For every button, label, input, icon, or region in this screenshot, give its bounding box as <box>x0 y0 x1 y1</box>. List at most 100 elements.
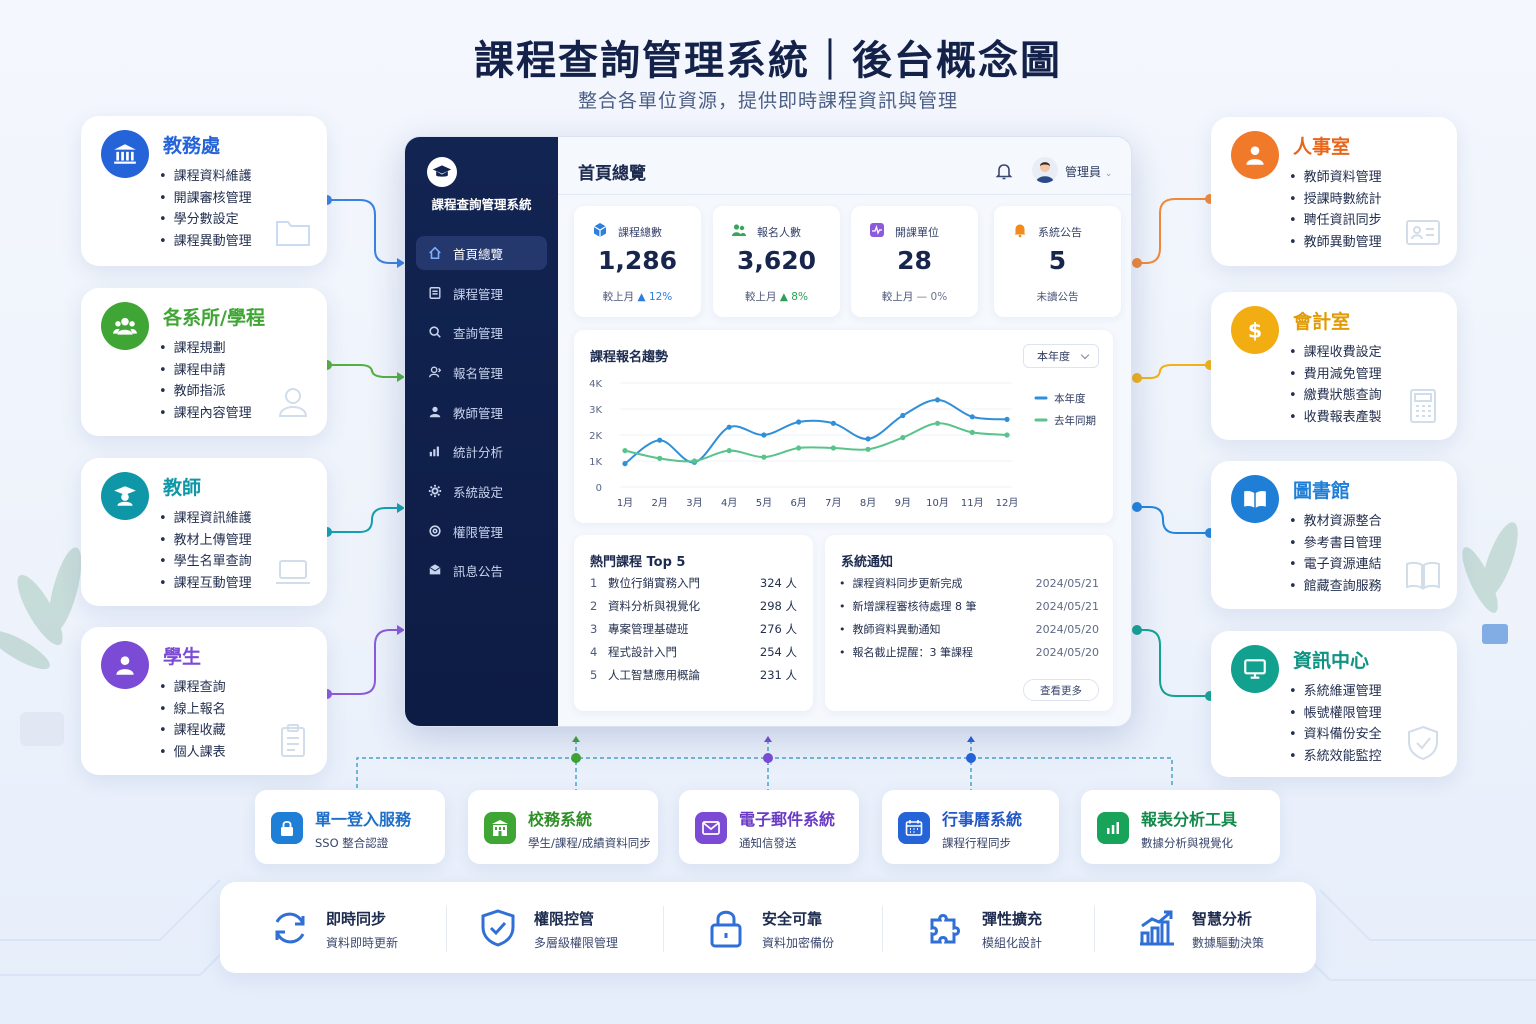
feature-sub: 多層級權限管理 <box>534 936 619 950</box>
avatar[interactable] <box>1032 157 1058 183</box>
cube-icon <box>593 223 607 237</box>
unit-item: 聘任資訊同步 <box>1289 210 1382 232</box>
integration-school-system[interactable]: 校務系統 學生/課程/成績資料同步 <box>468 790 658 864</box>
course-rank: 2 <box>590 599 598 613</box>
y-tick-label: 0 <box>596 483 602 494</box>
unit-item: 課程異動管理 <box>159 231 252 253</box>
stat-card-units[interactable]: 開課單位 28 較上月 — 0% <box>851 206 978 317</box>
stat-card-courses[interactable]: 課程總數 1,286 較上月 ▲ 12% <box>574 206 701 317</box>
unit-title: 教務處 <box>163 135 221 157</box>
integration-sso[interactable]: 單一登入服務 SSO 整合認證 <box>255 790 445 864</box>
clipboard-icon <box>273 721 313 761</box>
range-select[interactable]: 本年度 <box>1023 344 1099 368</box>
stat-card-registrations[interactable]: 報名人數 3,620 較上月 ▲ 8% <box>713 206 840 317</box>
data-point <box>830 445 836 451</box>
nav-item-settings[interactable]: 系統設定 <box>416 474 547 508</box>
unit-item: 課程內容管理 <box>159 403 252 425</box>
feature-title: 權限控管 <box>534 910 595 928</box>
notices-title: 系統通知 <box>841 555 894 570</box>
view-more-button[interactable]: 查看更多 <box>1023 679 1099 701</box>
stat-value: 28 <box>897 246 932 275</box>
feature-sub: 資料加密備份 <box>762 936 835 950</box>
y-tick-label: 3K <box>589 405 602 416</box>
nav-item-statistics[interactable]: 統計分析 <box>416 434 547 468</box>
data-point <box>622 461 628 467</box>
integration-title: 單一登入服務 <box>315 810 412 829</box>
home-icon <box>429 246 441 260</box>
nav-item-teachers[interactable]: 教師管理 <box>416 395 547 429</box>
notification-bell-icon[interactable] <box>994 161 1014 181</box>
laptop-icon <box>273 552 313 592</box>
unit-card-library[interactable]: 圖書館 教材資源整合 參考書目管理 電子資源連結 館藏查詢服務 <box>1211 461 1457 609</box>
data-point <box>900 412 906 419</box>
unit-item: 課程規劃 <box>159 338 252 360</box>
stat-value: 3,620 <box>736 246 817 275</box>
unit-card-students[interactable]: 學生 課程查詢 線上報名 課程收藏 個人課表 <box>81 627 327 775</box>
unit-card-teachers[interactable]: 教師 課程資訊維護 教材上傳管理 學生名單查詢 課程互動管理 <box>81 458 327 606</box>
nav-item-query[interactable]: 查詢管理 <box>416 315 547 349</box>
bell-icon <box>1014 224 1026 238</box>
nav-item-registration[interactable]: 報名管理 <box>416 355 547 389</box>
data-point <box>1004 416 1010 422</box>
stat-change: ▲ 12% <box>637 291 673 303</box>
feature-sub: 資料即時更新 <box>326 936 399 950</box>
notice-date: 2024/05/20 <box>1035 622 1099 636</box>
user-name[interactable]: 管理員 ⌄ <box>1065 163 1112 180</box>
notice-date: 2024/05/20 <box>1035 645 1099 659</box>
nav-label: 系統設定 <box>453 484 504 500</box>
integration-calendar[interactable]: 行事曆系統 課程行程同步 <box>882 790 1059 864</box>
x-tick-label: 9月 <box>895 497 911 509</box>
unit-item-list: 課程收費設定 費用減免管理 繳費狀態查詢 收費報表產製 <box>1289 342 1382 428</box>
unit-item-list: 課程資料維護 開課審核管理 學分數設定 課程異動管理 <box>159 166 252 252</box>
nav-item-overview[interactable]: 首頁總覽 <box>416 236 547 270</box>
folder-icon <box>273 212 313 252</box>
nav-item-courses[interactable]: 課程管理 <box>416 276 547 310</box>
feature-divider <box>882 906 883 952</box>
hot-courses-title: 熱門課程 Top 5 <box>590 555 686 570</box>
gear-icon <box>428 484 442 498</box>
notice-text: 新增課程審核待處理 8 筆 <box>839 598 1036 614</box>
person-icon <box>1231 131 1279 179</box>
notice-date: 2024/05/21 <box>1035 576 1099 590</box>
feature-divider <box>663 906 664 952</box>
unit-item-list: 課程規劃 課程申請 教師指派 課程內容管理 <box>159 338 252 424</box>
growth-chart-icon <box>1140 910 1174 946</box>
unit-title: 學生 <box>163 646 202 668</box>
dollar-icon: $ <box>1231 306 1279 354</box>
unit-item: 系統維運管理 <box>1289 681 1382 703</box>
unit-item: 資料備份安全 <box>1289 724 1382 746</box>
feature-title: 即時同步 <box>326 910 387 928</box>
unit-card-academic-affairs[interactable]: 教務處 課程資料維護 開課審核管理 學分數設定 課程異動管理 <box>81 116 327 266</box>
stat-change: ▲ 8% <box>779 291 808 303</box>
unit-card-it-center[interactable]: 資訊中心 系統維運管理 帳號權限管理 資料備份安全 系統效能監控 <box>1211 631 1457 777</box>
integration-email[interactable]: 電子郵件系統 通知信發送 <box>679 790 859 864</box>
unit-card-departments[interactable]: 各系所/學程 課程規劃 課程申請 教師指派 課程內容管理 <box>81 288 327 436</box>
unit-card-personnel[interactable]: 人事室 教師資料管理 授課時數統計 聘任資訊同步 教師異動管理 <box>1211 117 1457 266</box>
unit-card-accounting[interactable]: $ 會計室 課程收費設定 費用減免管理 繳費狀態查詢 收費報表產製 <box>1211 292 1457 440</box>
unit-item: 課程資料維護 <box>159 166 252 188</box>
x-tick-label: 3月 <box>686 497 702 509</box>
data-point <box>796 445 802 451</box>
course-count: 324 人 <box>759 576 797 590</box>
data-point <box>761 454 767 460</box>
unit-item: 系統效能監控 <box>1289 746 1382 768</box>
course-rank: 3 <box>590 622 598 636</box>
stat-card-announcements[interactable]: 系統公告 5 未讀公告 <box>994 206 1121 317</box>
nav-item-permissions[interactable]: 權限管理 <box>416 514 547 548</box>
nav-item-announcements[interactable]: 訊息公告 <box>416 553 547 587</box>
integration-sub: 通知信發送 <box>739 836 797 850</box>
integration-reporting[interactable]: 報表分析工具 數據分析與視覺化 <box>1081 790 1280 864</box>
feature-sub: 數據驅動決策 <box>1192 936 1265 950</box>
unit-item-list: 課程查詢 線上報名 課程收藏 個人課表 <box>159 677 226 763</box>
